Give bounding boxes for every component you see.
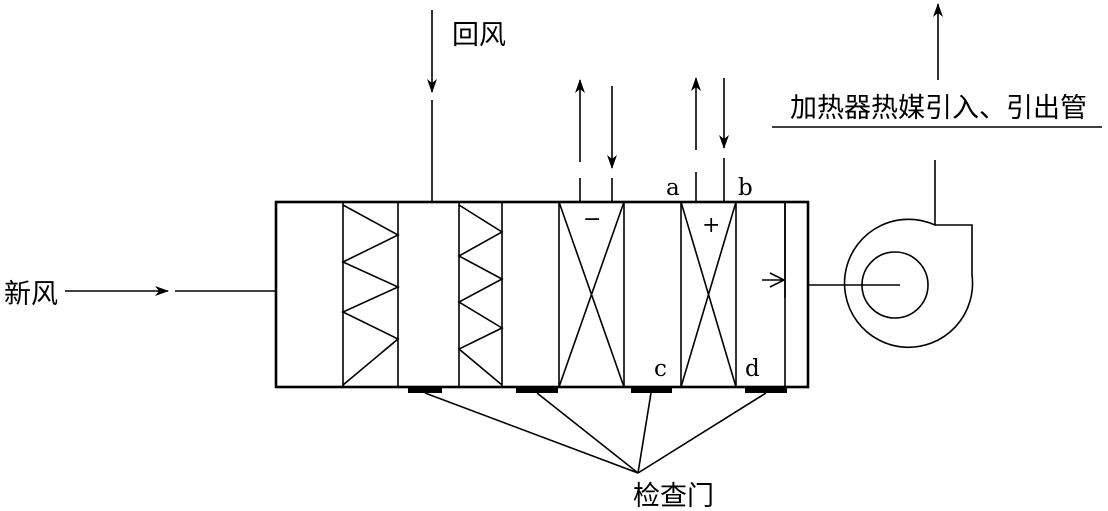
heater-pipe-label: 加热器热媒引入、引出管 bbox=[790, 93, 1087, 124]
cooling-coil bbox=[558, 201, 625, 388]
cooling-symbol: − bbox=[583, 207, 601, 232]
return-air-label: 回风 bbox=[452, 20, 506, 51]
coarse-filter-zigzag bbox=[341, 204, 400, 386]
inspection-door-label: 检查门 bbox=[633, 481, 714, 511]
centrifugal-fan bbox=[843, 160, 974, 349]
point-label-b: b bbox=[738, 175, 753, 201]
point-label-c: c bbox=[654, 356, 667, 382]
humidifier-element bbox=[762, 202, 786, 298]
fine-filter-zigzag bbox=[457, 204, 504, 386]
point-label-a: a bbox=[666, 175, 680, 201]
inspection-doors bbox=[408, 387, 787, 393]
point-label-d: d bbox=[745, 356, 760, 382]
inspection-door-leaders bbox=[424, 392, 767, 474]
heating-symbol: + bbox=[702, 213, 720, 238]
heating-coil bbox=[680, 201, 737, 388]
heating-coil-pipes bbox=[691, 77, 729, 202]
fresh-air-label: 新风 bbox=[4, 279, 58, 310]
cooling-coil-pipes bbox=[575, 79, 617, 202]
